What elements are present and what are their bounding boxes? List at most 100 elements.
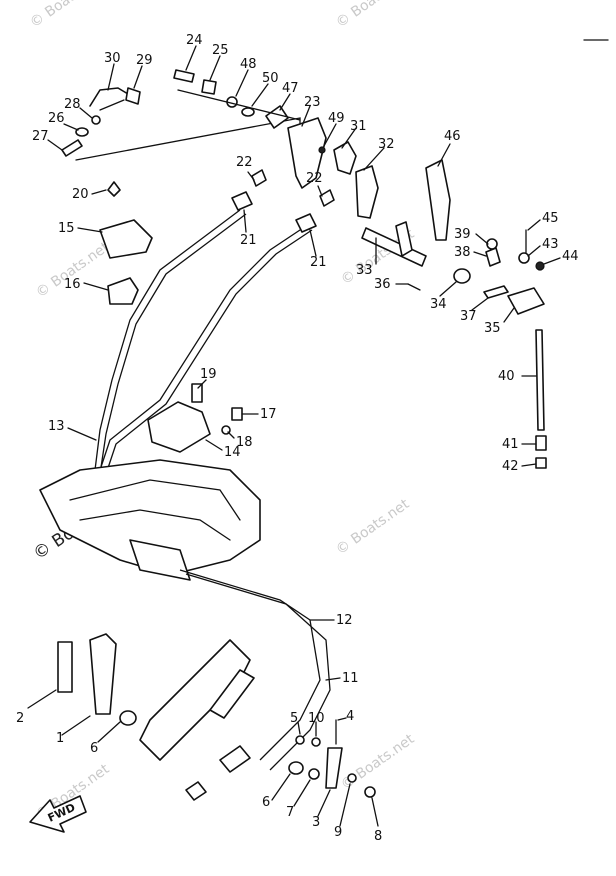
leader-48 <box>235 69 249 97</box>
callout-16: 16 <box>64 277 81 292</box>
part-19-plate <box>191 383 203 403</box>
top-row-parts <box>173 69 301 129</box>
callout-2: 2 <box>16 711 24 726</box>
part-50-spring <box>241 107 255 117</box>
leader-46 <box>437 143 451 167</box>
part-9-clip <box>347 773 357 783</box>
callout-49: 49 <box>328 111 345 126</box>
callout-27: 27 <box>32 129 49 144</box>
part-6-bushing <box>288 761 304 775</box>
leader-2 <box>27 689 57 709</box>
callout-5: 5 <box>290 711 298 726</box>
callout-22b: 22 <box>306 171 323 186</box>
callout-30: 30 <box>104 51 121 66</box>
callout-20: 20 <box>72 187 89 202</box>
leader-13 <box>67 427 97 441</box>
cable-group-upper <box>94 169 335 475</box>
callout-8: 8 <box>374 829 382 844</box>
part-31-plate <box>333 141 357 175</box>
leader-50 <box>251 83 269 107</box>
callout-15: 15 <box>58 221 75 236</box>
part-17-bolt <box>231 407 243 421</box>
part-41-joint <box>535 435 547 451</box>
part-throttle-end <box>185 781 207 801</box>
housing-detail <box>69 479 241 521</box>
cable-21b-outer <box>105 229 313 475</box>
reference-line <box>75 117 301 161</box>
callout-43: 43 <box>542 237 559 252</box>
lower-housing <box>39 459 261 581</box>
callout-33: 33 <box>356 263 373 278</box>
leader-22b <box>317 185 323 197</box>
callout-19: 19 <box>200 367 217 382</box>
cable-end-12 <box>219 745 251 773</box>
part-20-screw <box>107 181 121 197</box>
part-32-arm <box>355 165 379 219</box>
watermark: © Boats.net <box>333 0 413 31</box>
part-27-joint <box>61 139 83 157</box>
callout-48: 48 <box>240 57 257 72</box>
callout-46: 46 <box>444 129 461 144</box>
leader-19 <box>197 379 207 389</box>
part-housing-body <box>39 459 261 576</box>
leader-49 <box>323 123 337 147</box>
leader-37 <box>471 297 489 311</box>
leader-lines <box>27 45 561 827</box>
leader-44 <box>543 257 561 265</box>
cable-21b <box>99 225 307 471</box>
leader-24 <box>185 45 197 71</box>
cable-end-11 <box>209 669 255 719</box>
part-3-link <box>325 747 343 789</box>
leader-4 <box>337 717 347 721</box>
leader-34 <box>439 281 457 297</box>
callout-7: 7 <box>286 805 294 820</box>
callout-18: 18 <box>236 435 253 450</box>
part-25-collar <box>201 79 217 95</box>
callout-4: 4 <box>346 709 354 724</box>
leader-5 <box>297 721 301 735</box>
leader-25 <box>209 55 221 81</box>
leader-6b <box>271 773 291 801</box>
callout-3: 3 <box>312 815 320 830</box>
part-5-washer <box>295 735 305 745</box>
callout-13: 13 <box>48 419 65 434</box>
cable-12 <box>179 569 321 761</box>
leader-8 <box>371 797 379 827</box>
leader-45 <box>527 219 541 231</box>
leader-23 <box>301 105 311 127</box>
leader-18 <box>227 431 235 439</box>
callout-23: 23 <box>304 95 321 110</box>
leader-15 <box>77 227 103 233</box>
part-30-link-rod <box>89 87 129 107</box>
part-46-lever <box>425 159 451 241</box>
part-42-nut <box>535 457 547 469</box>
part-24-bolt <box>173 69 195 83</box>
leader-22a <box>247 171 255 181</box>
callout-6: 6 <box>90 741 98 756</box>
leader-11 <box>325 677 341 681</box>
watermark: © Boats.net <box>333 496 413 558</box>
leader-43 <box>527 245 541 257</box>
leader-30 <box>107 63 115 91</box>
part-40-rod <box>535 329 545 431</box>
part-7-nut <box>308 768 320 780</box>
leader-31 <box>341 127 357 149</box>
callout-38: 38 <box>454 245 471 260</box>
watermark: © Boats.net <box>27 0 107 31</box>
housing-detail <box>79 509 231 541</box>
callout-22a: 22 <box>236 155 253 170</box>
callout-39: 39 <box>454 227 471 242</box>
part-8-bolt <box>364 786 376 798</box>
part-1-lever <box>89 633 117 715</box>
callout-34: 34 <box>430 297 447 312</box>
leader-27 <box>47 139 63 151</box>
leader-29 <box>133 65 143 89</box>
part-15-bracket <box>99 219 153 259</box>
part-22-clip <box>251 169 267 187</box>
leader-7 <box>293 779 311 807</box>
callout-36: 36 <box>374 277 391 292</box>
axis-line <box>177 89 301 121</box>
part-47-lever <box>265 105 289 129</box>
callout-28: 28 <box>64 97 81 112</box>
